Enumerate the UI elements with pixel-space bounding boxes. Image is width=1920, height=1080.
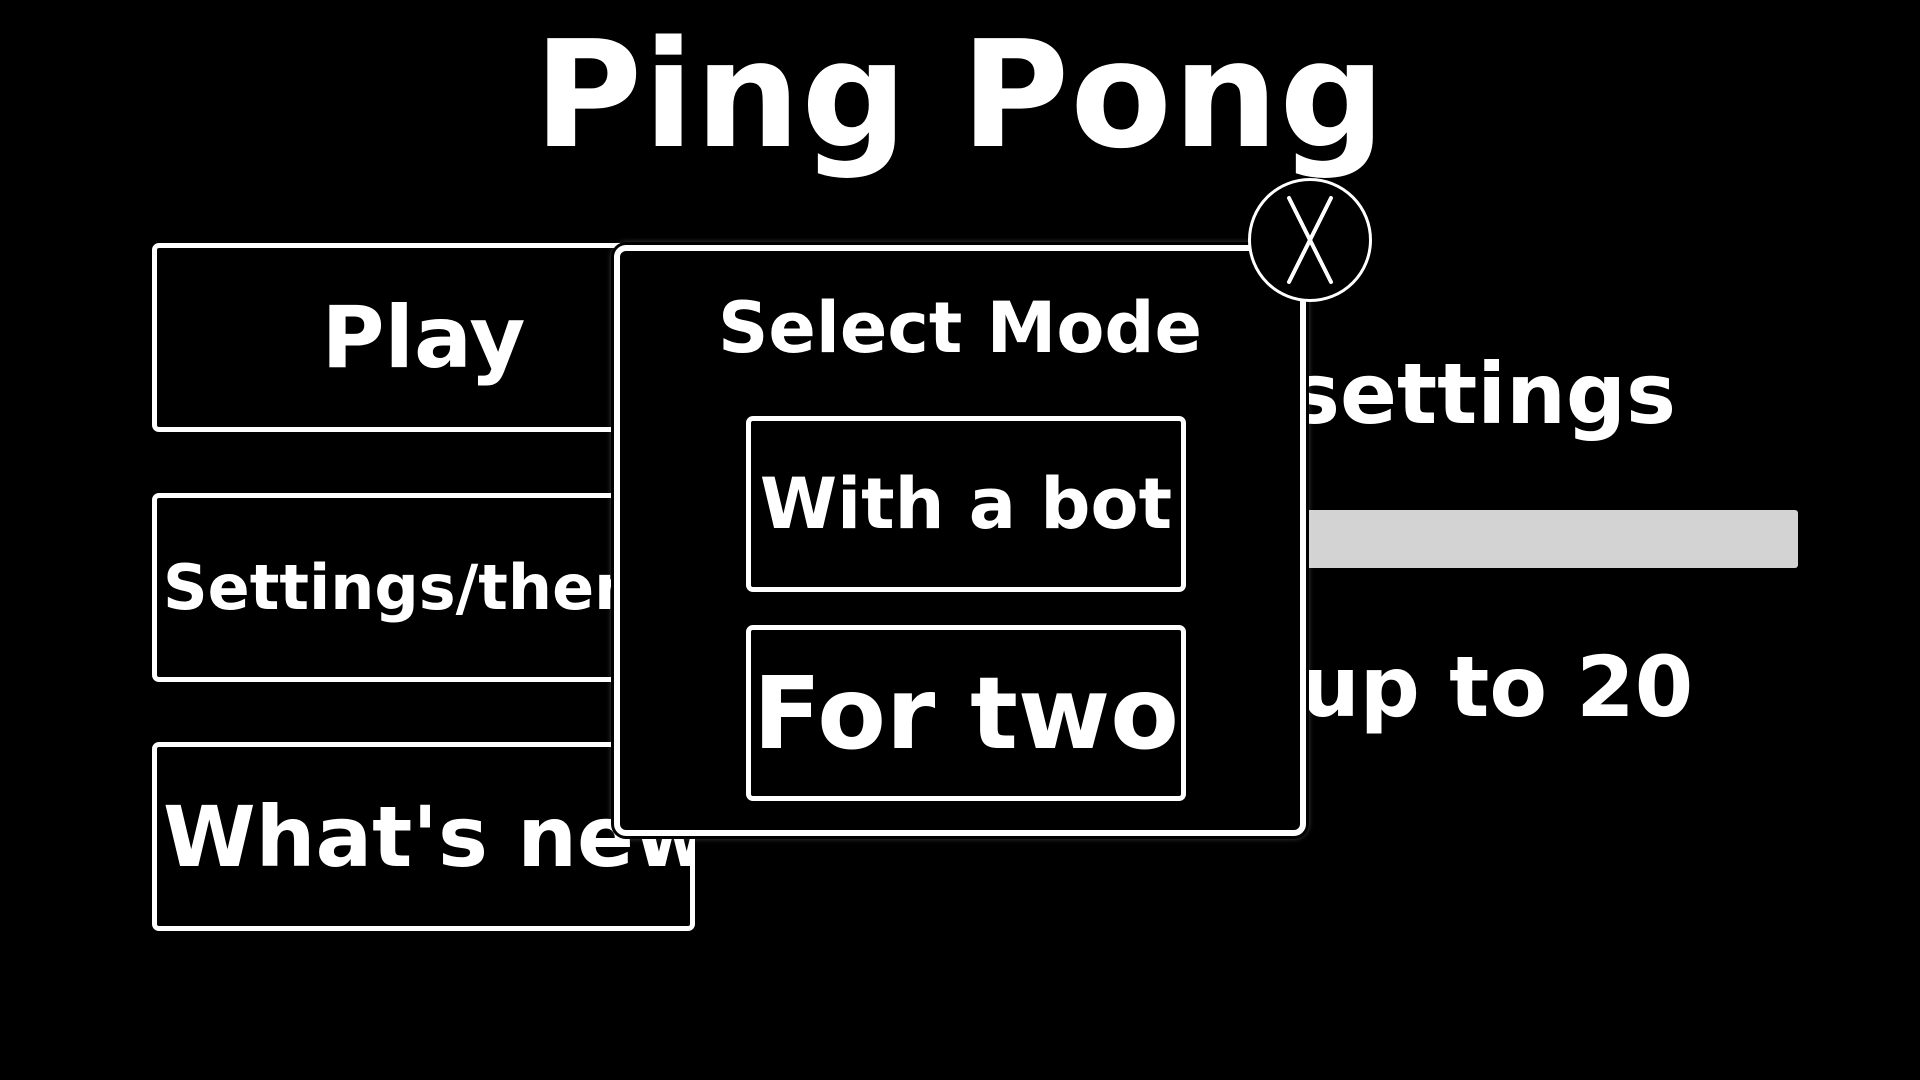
settings-heading: settings [1290, 345, 1676, 443]
dialog-title: Select Mode [717, 287, 1203, 369]
select-mode-dialog: Select Mode With a bot For two [614, 245, 1306, 836]
score-slider[interactable] [1260, 510, 1798, 568]
close-dialog-button[interactable] [1248, 178, 1372, 302]
with-bot-button[interactable]: With a bot [746, 416, 1186, 592]
play-button[interactable]: Play [152, 243, 695, 432]
score-limit-label: up to 20 [1300, 638, 1694, 736]
settings-theme-button[interactable]: Settings/theme [152, 493, 695, 682]
whats-new-button[interactable]: What's new? [152, 742, 695, 931]
close-x-icon [1287, 196, 1333, 284]
game-title: Ping Pong [533, 9, 1387, 181]
for-two-button[interactable]: For two [746, 625, 1186, 801]
